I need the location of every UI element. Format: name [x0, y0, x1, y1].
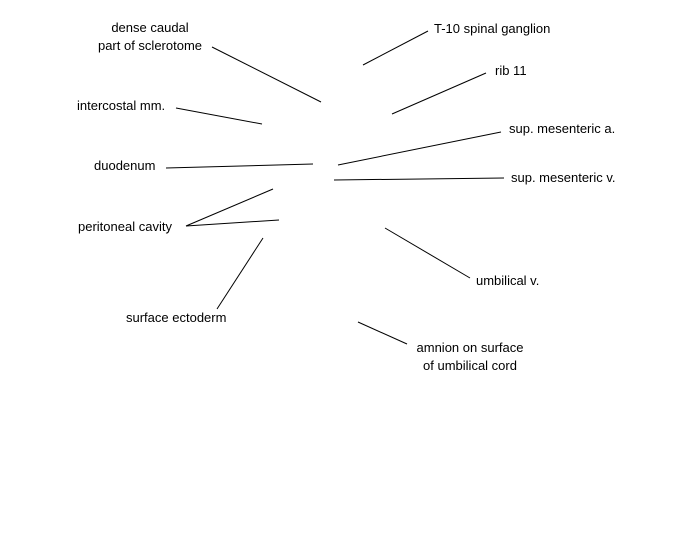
leader-sup-mesenteric-a [337, 131, 502, 166]
leader-sup-mesenteric-v [333, 177, 505, 181]
label-amnion: amnion on surface of umbilical cord [400, 339, 540, 375]
leader-surface-ectoderm [216, 237, 264, 310]
leader-amnion [357, 321, 408, 345]
label-dense-caudal: dense caudal part of sclerotome [80, 19, 220, 55]
label-amnion-line2: of umbilical cord [423, 358, 517, 373]
label-intercostal: intercostal mm. [77, 98, 166, 113]
leader-umbilical-v [384, 227, 471, 279]
leader-rib11 [391, 72, 487, 115]
label-surface-ectoderm: surface ectoderm [126, 310, 227, 325]
label-amnion-line1: amnion on surface [416, 340, 524, 355]
leader-peritoneal-upper [185, 188, 274, 227]
label-rib-11: rib 11 [495, 63, 527, 78]
label-sup-mesenteric-artery: sup. mesenteric a. [509, 121, 616, 136]
leader-duodenum [165, 163, 314, 169]
label-sup-mesenteric-vein: sup. mesenteric v. [511, 170, 616, 185]
leader-intercostal [175, 107, 263, 125]
label-dense-caudal-line2: part of sclerotome [97, 38, 203, 53]
leader-peritoneal-lower [185, 219, 280, 227]
label-peritoneal-cavity: peritoneal cavity [78, 219, 172, 234]
leader-dense-caudal [211, 46, 322, 103]
leader-t10-ganglion [362, 30, 429, 66]
label-t10-spinal-ganglion: T-10 spinal ganglion [434, 21, 551, 36]
label-umbilical-vein: umbilical v. [476, 273, 540, 288]
label-dense-caudal-line1: dense caudal [111, 20, 189, 35]
label-duodenum: duodenum [94, 158, 156, 173]
